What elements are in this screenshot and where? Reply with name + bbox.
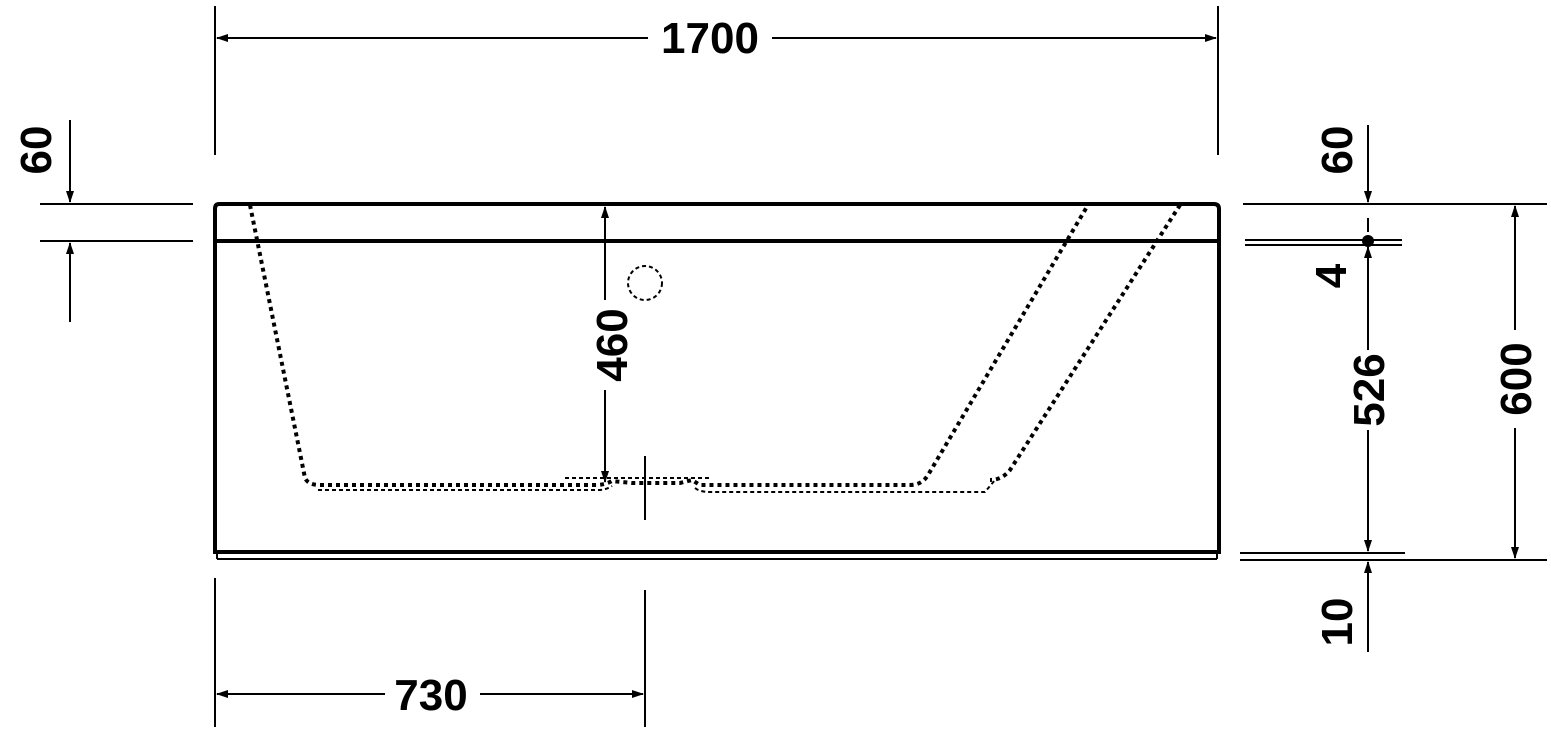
drain-position-label: 730: [394, 671, 467, 720]
rim-left-dimension: 60: [12, 120, 193, 322]
length-dimension: 1700: [214, 6, 1219, 155]
offset-label: 4: [1307, 263, 1356, 288]
bathtub-body: [213, 202, 1221, 560]
base-thickness-label: 10: [1313, 598, 1362, 647]
right-dimensions: 60 4 526 10 600: [1240, 125, 1547, 652]
offset-dot: [1362, 235, 1374, 247]
inner-height-label: 526: [1345, 353, 1394, 426]
rim-right-label: 60: [1313, 126, 1362, 175]
inner-depth-dimension: 460: [588, 206, 637, 483]
rim-left-label: 60: [12, 126, 61, 175]
drain-position-dimension: 730: [214, 578, 646, 727]
inner-depth-label: 460: [588, 308, 637, 381]
overall-height-label: 600: [1492, 342, 1541, 415]
length-label: 1700: [661, 14, 759, 63]
overflow-circle: [627, 265, 663, 301]
inner-basin-outline: [248, 203, 1182, 520]
